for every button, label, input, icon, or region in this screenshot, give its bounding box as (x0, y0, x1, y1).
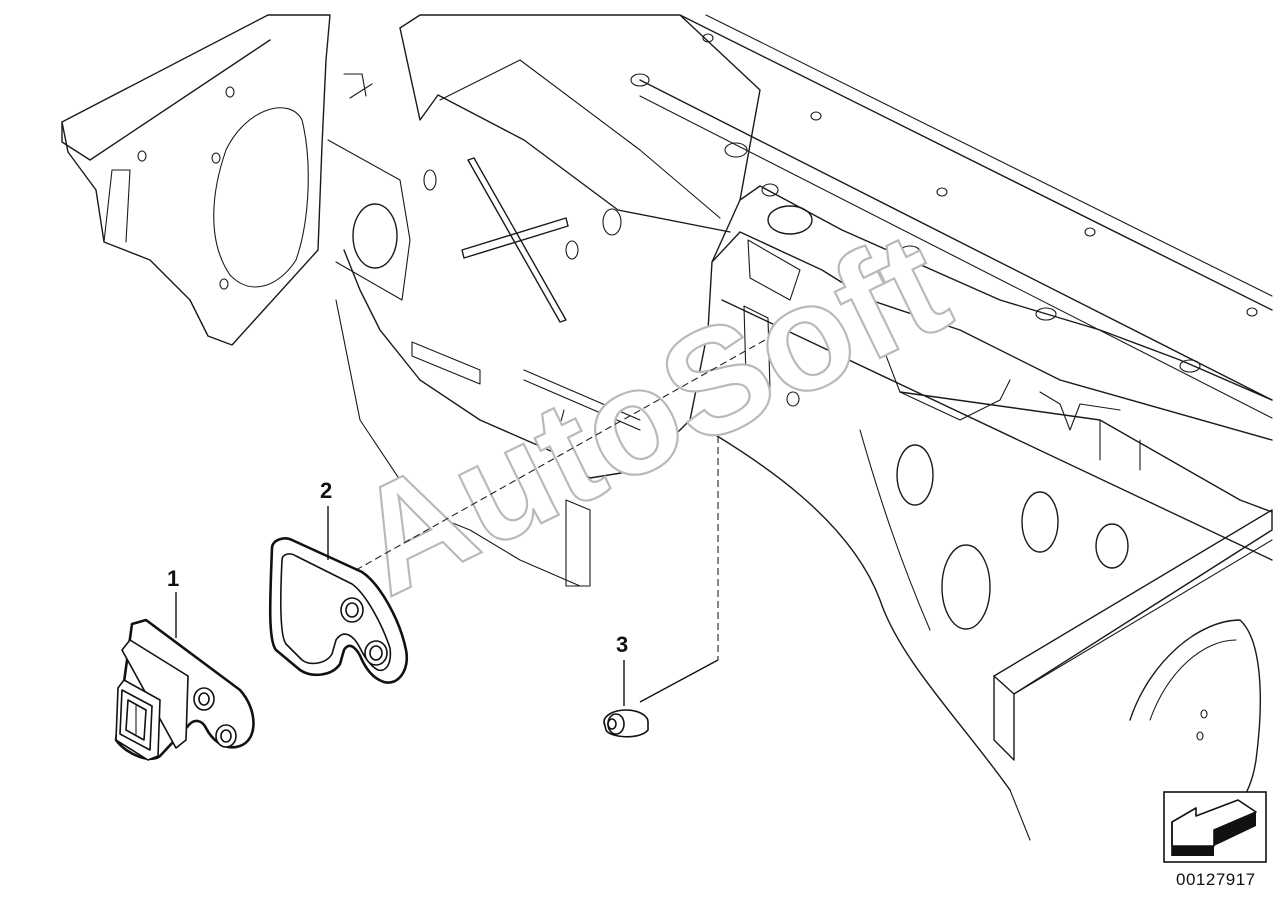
callout-3: 3 (616, 632, 628, 657)
body-structure-drawing (61, 14, 1273, 861)
part-3-plug[interactable] (603, 709, 649, 738)
callout-1: 1 (167, 566, 179, 591)
watermark: AutoSoft (328, 198, 971, 627)
part-1-grommet-insulator[interactable] (114, 618, 255, 761)
part-2-gasket[interactable] (268, 537, 409, 684)
arrow-front-left-icon (1163, 791, 1267, 863)
callout-2: 2 (320, 478, 332, 503)
diagram-number: 00127917 (1176, 870, 1256, 889)
assembly-guide-lines (355, 339, 766, 703)
callout-leaders (175, 506, 625, 706)
